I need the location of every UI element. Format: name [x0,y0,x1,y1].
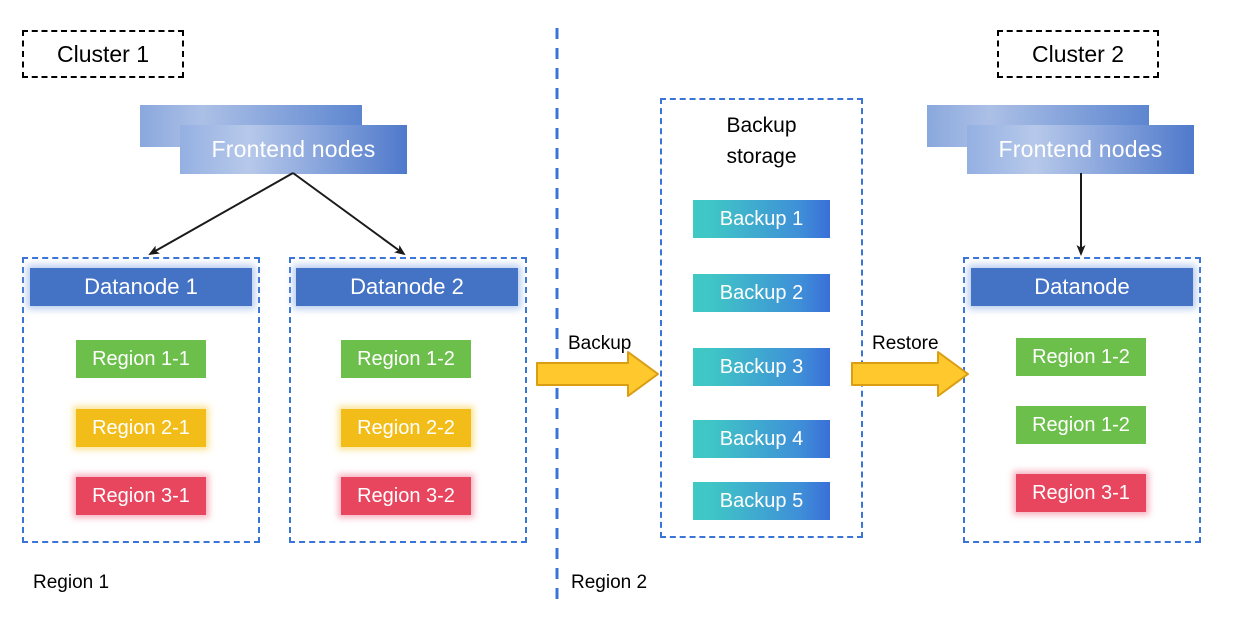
frontend-stack-front-plate: Frontend nodes [180,125,407,174]
backup-item-3[interactable]: Backup 4 [693,420,830,458]
datanode-2-region-2[interactable]: Region 3-2 [341,477,471,515]
region-label: Region 2-1 [92,416,190,439]
backup-block-arrow[interactable] [536,351,659,397]
region-label: Region 1-2 [357,347,455,370]
cluster-2-datanode-panel [963,257,1201,543]
cluster-2-frontend-nodes[interactable]: Frontend nodes [927,105,1197,175]
region-label: Region 3-1 [92,484,190,507]
cluster-2-datanode-title: Datanode [1034,274,1130,299]
backup-item-2[interactable]: Backup 3 [693,348,830,386]
backup-flow-label: Backup [568,333,631,355]
cluster-1-frontend-label: Frontend nodes [211,136,376,162]
restore-flow-label: Restore [872,333,939,355]
region-label: Region 3-1 [1032,481,1130,504]
backup-item-label: Backup 3 [719,355,804,378]
cluster-2-datanode-region-2[interactable]: Region 3-1 [1016,474,1146,512]
region-label: Region 1-2 [1032,413,1130,436]
region-1-caption: Region 1 [33,572,109,594]
frontend-to-datanode-2-connector [292,172,406,256]
datanode-1-header[interactable]: Datanode 1 [30,268,252,306]
backup-item-label: Backup 5 [719,489,804,512]
region-label: Region 2-2 [357,416,455,439]
datanode-2-header[interactable]: Datanode 2 [296,268,518,306]
cluster-2-label: Cluster 2 [1031,40,1125,67]
region-label: Region 1-2 [1032,345,1130,368]
datanode-1-region-2[interactable]: Region 3-1 [76,477,206,515]
backup-item-label: Backup 2 [719,281,804,304]
backup-item-1[interactable]: Backup 2 [693,274,830,312]
restore-flow-label-text: Restore [872,333,939,354]
region-2-caption-text: Region 2 [571,572,648,593]
datanode-1-title: Datanode 1 [84,274,198,299]
cluster-2-datanode-region-0[interactable]: Region 1-2 [1016,338,1146,376]
datanode-1-panel [22,257,260,543]
datanode-2-region-1[interactable]: Region 2-2 [341,409,471,447]
cluster-1-label: Cluster 1 [56,40,150,67]
cluster-2-datanode-header[interactable]: Datanode [971,268,1193,306]
datanode-2-region-0[interactable]: Region 1-2 [341,340,471,378]
cluster-1-label-box: Cluster 1 [22,30,184,78]
datanode-1-region-1[interactable]: Region 2-1 [76,409,206,447]
backup-item-4[interactable]: Backup 5 [693,482,830,520]
backup-item-label: Backup 4 [719,427,804,450]
cluster-2-label-box: Cluster 2 [997,30,1159,78]
frontend-to-datanode-1-connector [148,172,294,255]
cluster-1-frontend-nodes[interactable]: Frontend nodes [140,105,410,175]
frontend-stack-front-plate: Frontend nodes [967,125,1194,174]
region-1-caption-text: Region 1 [33,572,110,593]
region-label: Region 3-2 [357,484,455,507]
region-2-caption: Region 2 [571,572,647,594]
backup-item-label: Backup 1 [719,207,804,230]
datanode-2-title: Datanode 2 [350,274,464,299]
backup-storage-title: Backup storage [726,114,797,168]
datanode-1-region-0[interactable]: Region 1-1 [76,340,206,378]
backup-flow-label-text: Backup [568,333,632,354]
region-label: Region 1-1 [92,347,190,370]
datanode-2-panel [289,257,527,543]
cluster-2-frontend-label: Frontend nodes [998,136,1163,162]
cluster-2-datanode-region-1[interactable]: Region 1-2 [1016,406,1146,444]
backup-item-0[interactable]: Backup 1 [693,200,830,238]
backup-storage-panel [660,98,863,538]
restore-block-arrow[interactable] [851,351,969,397]
